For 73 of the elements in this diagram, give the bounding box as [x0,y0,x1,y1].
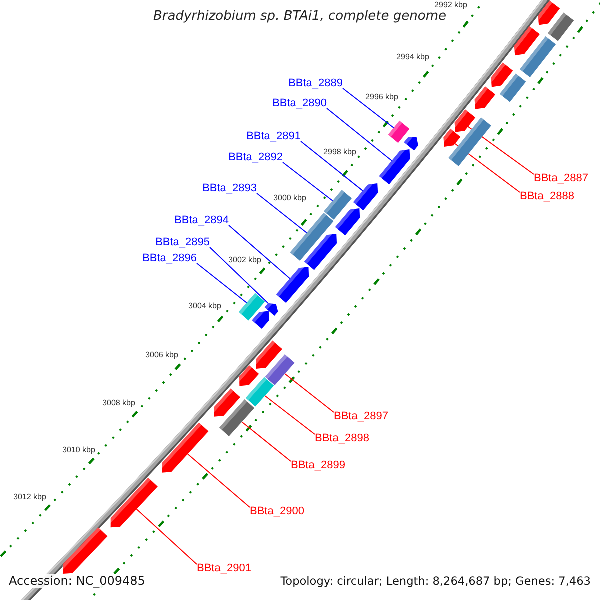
gene-feature [548,12,574,42]
gene-feature [379,148,410,185]
gene-feature [448,118,492,166]
gene-label: BBta_2899 [291,460,346,472]
gene-label: BBta_2897 [334,410,388,424]
gene-feature [219,400,255,436]
leader-line [196,263,248,304]
gene-feature [237,365,260,386]
gene-feature [276,265,310,304]
accession-text: Accession: NC_009485 [9,574,146,588]
scale-label: 3006 kbp [146,350,178,360]
leader-line [136,508,198,565]
gene-feature [520,36,556,78]
gene-label: BBta_2890 [272,98,327,110]
gene-feature [324,190,352,220]
leader-line [210,247,269,304]
leader-line [256,193,308,234]
scale-label: 3012 kbp [14,492,46,502]
scale-label: 3002 kbp [228,255,262,264]
gene-label: BBta_2901 [197,562,252,576]
scale-label: 2998 kbp [324,148,356,156]
scale-label: 3008 kbp [102,398,136,408]
leader-line [282,162,334,202]
gene-feature [254,340,282,369]
gene-feature [160,422,209,473]
gene-label: BBta_2895 [156,236,210,250]
gene-label: BBta_2898 [315,432,370,446]
gene-label: BBta_2893 [202,182,257,196]
scale-label: 3004 kbp [188,302,222,310]
gene-feature [335,206,360,236]
gene-label: BBta_2892 [228,152,283,164]
gene-feature [388,120,410,144]
leader-line [187,454,250,508]
leader-line [264,395,316,435]
gene-label: BBta_2888 [520,190,574,204]
gene-feature [252,309,270,330]
gene-feature [404,135,418,151]
gene-feature [264,302,278,316]
gene-label: BBta_2887 [534,172,588,186]
gene-label: BBta_2896 [142,252,197,266]
gene-label: BBta_2900 [250,506,304,518]
scale-label: 3000 kbp [274,194,306,202]
gene-feature [442,128,461,147]
gene-label: BBta_2894 [174,214,229,228]
gene-feature [246,377,274,407]
gene-feature [512,26,540,56]
genome-stats-text: Topology: circular; Length: 8,264,687 bp; Genes: 7,463 [280,575,591,588]
scale-label: 2992 kbp [434,0,468,10]
leader-line [342,88,394,128]
leader-line [228,225,291,280]
gene-feature [490,62,514,88]
gene-feature [290,212,334,262]
gene-label: BBta_2891 [246,130,301,144]
scale-label: 2996 kbp [366,92,398,102]
gene-feature [353,182,378,211]
gene-label: BBta_2889 [288,78,343,90]
diagram-title: Bradyrhizobium sp. BTAi1, complete genome [154,9,446,24]
gene-feature [108,478,158,528]
gene-feature [265,354,295,386]
gene-feature [238,293,266,321]
leader-line [242,422,292,462]
gene-feature [473,86,496,110]
gene-feature [536,0,560,26]
leader-line [300,141,364,192]
gene-feature [453,110,476,132]
scale-label: 3010 kbp [62,446,96,454]
gene-feature [500,74,526,102]
gene-feature [304,232,338,270]
gene-feature [60,528,108,574]
leader-line [284,374,334,413]
gene-feature [212,388,241,417]
scale-label: 2994 kbp [396,52,430,62]
leader-line [326,108,392,162]
